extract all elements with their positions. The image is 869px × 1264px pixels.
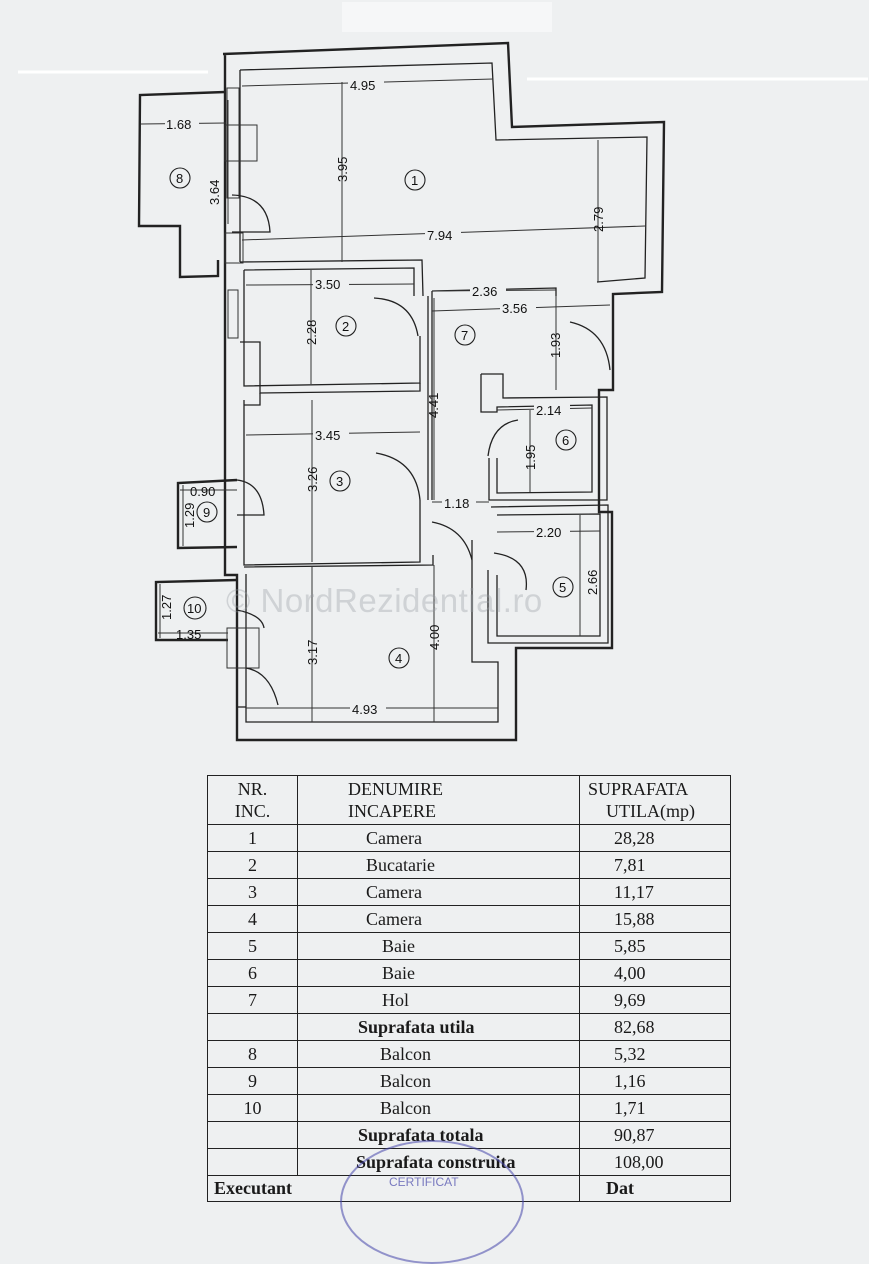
svg-text:9: 9 bbox=[203, 505, 210, 520]
partition-wall bbox=[239, 259, 424, 297]
dim-2-36: 2.36 bbox=[472, 284, 497, 299]
floor-plan: 4.95 1.68 3.95 3.64 2.79 7.94 3.50 2.36 … bbox=[18, 2, 868, 742]
door-swing bbox=[493, 552, 528, 591]
room-label-9: 9 bbox=[196, 501, 218, 523]
dim-3-50: 3.50 bbox=[315, 277, 340, 292]
room-2-wall bbox=[243, 270, 421, 387]
header-nr: NR.INC. bbox=[207, 775, 298, 825]
room-label-7: 7 bbox=[454, 324, 476, 346]
balcony-9-wall bbox=[176, 478, 238, 550]
room-6-wall bbox=[481, 373, 608, 501]
dim-2-20: 2.20 bbox=[536, 525, 561, 540]
dim-3-64: 3.64 bbox=[207, 180, 222, 205]
door-swing bbox=[375, 452, 421, 501]
window bbox=[224, 232, 244, 264]
svg-text:2: 2 bbox=[342, 319, 349, 334]
door-swing bbox=[236, 609, 265, 629]
dim-1-18: 1.18 bbox=[444, 496, 469, 511]
svg-text:8: 8 bbox=[176, 171, 183, 186]
balcony-10-wall bbox=[154, 578, 238, 642]
outer-wall bbox=[222, 41, 666, 742]
svg-text:7: 7 bbox=[461, 328, 468, 343]
room-label-2: 2 bbox=[335, 315, 357, 337]
inner-wall bbox=[239, 62, 648, 283]
room-3-wall bbox=[243, 400, 421, 566]
svg-text:5: 5 bbox=[559, 580, 566, 595]
room-6-wall bbox=[480, 374, 593, 494]
room-label-10: 10 bbox=[183, 596, 207, 620]
room-label-1: 1 bbox=[404, 169, 426, 191]
svg-text:6: 6 bbox=[562, 433, 569, 448]
room-label-6: 6 bbox=[555, 429, 577, 451]
door-swing bbox=[487, 419, 519, 457]
dim-1-35: 1.35 bbox=[176, 627, 201, 642]
dim-3-45: 3.45 bbox=[315, 428, 340, 443]
room-label-4: 4 bbox=[388, 647, 410, 669]
door-swing bbox=[431, 521, 473, 561]
dim-3-95: 3.95 bbox=[335, 157, 350, 182]
dim-2-28: 2.28 bbox=[304, 320, 319, 345]
paper-patch bbox=[342, 2, 552, 32]
dim-4-95-top: 4.95 bbox=[350, 78, 375, 93]
dim-4-93: 4.93 bbox=[352, 702, 377, 717]
room-3-wall bbox=[244, 393, 261, 406]
stamp bbox=[340, 1140, 524, 1264]
dim-1-68: 1.68 bbox=[166, 117, 191, 132]
door-swing bbox=[236, 479, 265, 516]
room-5-wall bbox=[487, 504, 609, 644]
window bbox=[226, 627, 260, 669]
watermark: © NordRezidential.ro bbox=[226, 582, 543, 619]
dim-7-94: 7.94 bbox=[427, 228, 452, 243]
door-swing bbox=[373, 297, 419, 337]
svg-text:1: 1 bbox=[411, 173, 418, 188]
room-4-wall bbox=[245, 540, 499, 723]
window bbox=[224, 124, 258, 162]
room-label-3: 3 bbox=[329, 470, 351, 492]
door-swing bbox=[569, 321, 611, 371]
room-4-wall bbox=[243, 555, 434, 568]
stamp-text: CERTIFICAT bbox=[389, 1175, 459, 1189]
room-label-8: 8 bbox=[169, 167, 191, 189]
dim-4-41: 4.41 bbox=[426, 393, 441, 418]
dim-2-14: 2.14 bbox=[536, 403, 561, 418]
balcony-8-wall bbox=[137, 90, 226, 279]
dim-1-95: 1.95 bbox=[523, 445, 538, 470]
dim-3-17: 3.17 bbox=[305, 640, 320, 665]
dim-3-26: 3.26 bbox=[305, 467, 320, 492]
svg-text:3: 3 bbox=[336, 474, 343, 489]
window bbox=[226, 87, 240, 199]
dim-2-66: 2.66 bbox=[585, 570, 600, 595]
door-swing bbox=[245, 667, 279, 706]
dim-1-29: 1.29 bbox=[182, 503, 197, 528]
door-swing bbox=[231, 194, 271, 233]
window bbox=[227, 289, 239, 339]
room-label-5: 5 bbox=[552, 576, 574, 598]
dim-0-90: 0.90 bbox=[190, 484, 215, 499]
dim-1-27: 1.27 bbox=[159, 595, 174, 620]
dim-2-79: 2.79 bbox=[591, 207, 606, 232]
dim-1-93: 1.93 bbox=[548, 333, 563, 358]
room-5-wall bbox=[496, 513, 601, 637]
svg-text:10: 10 bbox=[187, 601, 201, 616]
svg-text:4: 4 bbox=[395, 651, 402, 666]
dim-4-00: 4.00 bbox=[427, 625, 442, 650]
dim-3-56: 3.56 bbox=[502, 301, 527, 316]
partition-wall bbox=[243, 267, 415, 296]
